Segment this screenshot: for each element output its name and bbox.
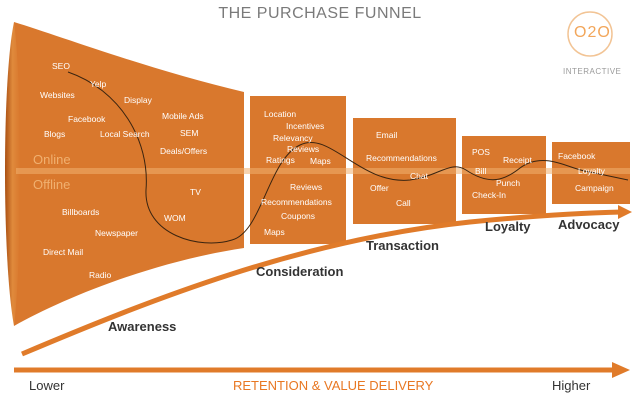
awareness-item: Yelp: [90, 79, 107, 89]
loyalty-item: Bill: [475, 166, 487, 176]
logo-circle: [567, 11, 613, 57]
loyalty-item: Check-In: [472, 190, 507, 200]
consideration-item: Maps: [264, 227, 285, 237]
consideration-item: Incentives: [286, 121, 325, 131]
awareness-item: TV: [190, 187, 201, 197]
awareness-item: WOM: [164, 213, 186, 223]
page-title: THE PURCHASE FUNNEL: [218, 5, 422, 22]
consideration-item: Location: [264, 109, 297, 119]
logo-mark: O2O: [574, 24, 611, 41]
axis-low-label: Lower: [29, 378, 65, 393]
funnel-mouth: [5, 22, 20, 326]
transaction-item: Email: [376, 130, 398, 140]
loyalty-item: Punch: [496, 178, 521, 188]
loyalty-section: [462, 136, 546, 214]
axis-center-label: RETENTION & VALUE DELIVERY: [233, 378, 434, 393]
online-label: Online: [33, 152, 71, 167]
axis-high-label: Higher: [552, 378, 591, 393]
journey-curve: [67, 71, 629, 244]
stage-label-transaction: Transaction: [366, 238, 439, 253]
advocacy-item: Facebook: [558, 151, 596, 161]
consideration-item: Coupons: [281, 211, 316, 221]
awareness-item: Radio: [89, 270, 112, 280]
awareness-item: Display: [124, 95, 152, 105]
consideration-item: Recommendations: [261, 197, 332, 207]
advocacy-item: Loyalty: [578, 166, 605, 176]
advocacy-item: Campaign: [575, 183, 614, 193]
growth-arrow: [21, 209, 623, 357]
consideration-item: Ratings: [266, 155, 295, 165]
awareness-item: Direct Mail: [43, 247, 84, 257]
awareness-item: SEO: [52, 61, 70, 71]
stage-label-advocacy: Advocacy: [558, 217, 620, 232]
stage-label-loyalty: Loyalty: [485, 219, 531, 234]
consideration-item: Reviews: [290, 182, 323, 192]
awareness-item: Local Search: [100, 129, 150, 139]
transaction-item: Chat: [410, 171, 428, 181]
awareness-item: Websites: [40, 90, 75, 100]
logo-word: INTERACTIVE: [563, 67, 622, 76]
awareness-item: Facebook: [68, 114, 106, 124]
consideration-item: Relevancy: [273, 133, 313, 143]
awareness-item: Billboards: [62, 207, 100, 217]
transaction-item: Recommendations: [366, 153, 437, 163]
awareness-item: Blogs: [44, 129, 66, 139]
loyalty-item: POS: [472, 147, 490, 157]
stage-label-consideration: Consideration: [256, 264, 344, 279]
stage-label-awareness: Awareness: [108, 319, 177, 334]
transaction-item: Call: [396, 198, 411, 208]
awareness-item: Mobile Ads: [162, 111, 204, 121]
offline-label: Offline: [33, 177, 71, 192]
consideration-item: Maps: [310, 156, 331, 166]
awareness-item: Newspaper: [95, 228, 138, 238]
growth-arrow-head: [618, 205, 632, 219]
consideration-item: Reviews: [287, 144, 320, 154]
online-offline-band: [16, 168, 630, 174]
transaction-item: Offer: [370, 183, 389, 193]
loyalty-item: Receipt: [503, 155, 532, 165]
axis-arrow-head: [612, 362, 630, 378]
awareness-item: SEM: [180, 128, 199, 138]
awareness-item: Deals/Offers: [160, 146, 208, 156]
